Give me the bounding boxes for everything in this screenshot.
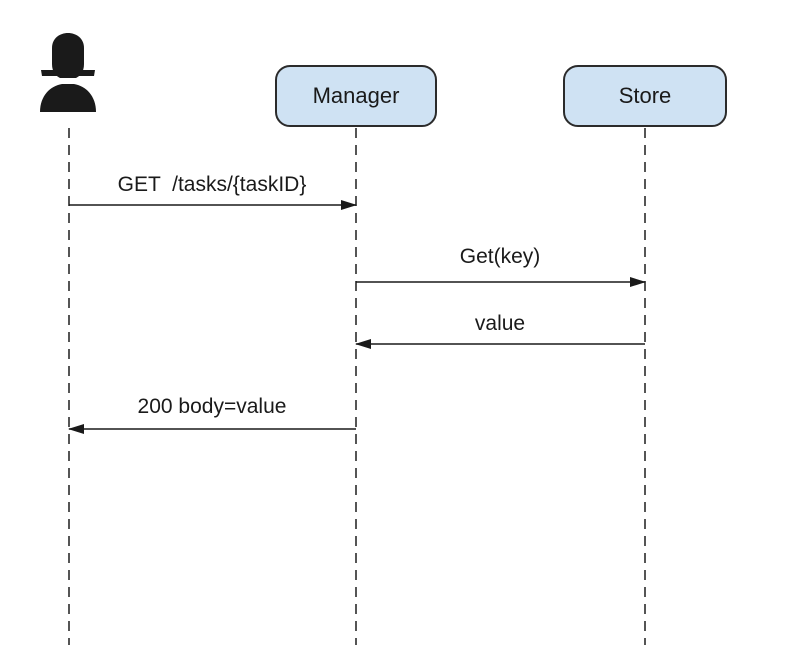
participant-user	[40, 33, 96, 112]
message-get-task: GET /tasks/{taskID}	[69, 173, 357, 210]
manager-box	[275, 65, 437, 127]
message-label: GET /tasks/{taskID}	[118, 173, 307, 196]
message-response: 200 body=value	[68, 395, 356, 434]
message-value: value	[355, 312, 645, 349]
participant-store: Store	[563, 65, 727, 127]
participant-manager: Manager	[275, 65, 437, 127]
message-label: 200 body=value	[138, 395, 287, 418]
message-label: Get(key)	[460, 245, 541, 268]
user-icon	[40, 33, 96, 112]
store-label: Store	[619, 83, 672, 108]
message-get-key: Get(key)	[356, 245, 646, 287]
message-label: value	[475, 312, 525, 335]
store-box	[563, 65, 727, 127]
manager-label: Manager	[313, 83, 400, 108]
